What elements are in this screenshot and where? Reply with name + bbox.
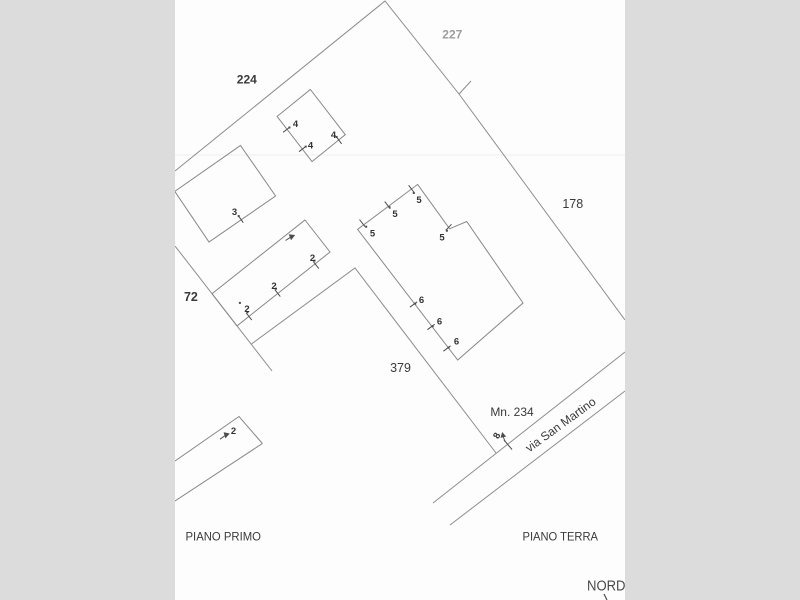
svg-text:6: 6 [437,317,442,328]
svg-text:8: 8 [491,431,503,441]
svg-text:5: 5 [370,229,376,240]
svg-text:5: 5 [416,195,422,206]
svg-text:5: 5 [439,233,445,244]
svg-text:2: 2 [271,281,276,292]
svg-text:72: 72 [184,290,198,304]
svg-text:NORD: NORD [587,578,626,595]
svg-text:PIANO PRIMO: PIANO PRIMO [186,530,262,544]
svg-text:6: 6 [454,337,459,348]
svg-text:5: 5 [392,209,398,220]
svg-text:227: 227 [442,28,462,42]
svg-text:379: 379 [390,361,411,375]
svg-text:178: 178 [562,197,583,211]
svg-text:PIANO TERRA: PIANO TERRA [523,530,599,544]
svg-text:4: 4 [293,119,299,130]
svg-text:224: 224 [237,72,257,86]
svg-text:2: 2 [244,304,249,315]
svg-text:2: 2 [231,426,236,437]
svg-text:4: 4 [308,140,314,151]
svg-text:Mn. 234: Mn. 234 [490,405,534,419]
svg-text:2: 2 [310,253,315,264]
svg-text:6: 6 [419,295,424,306]
svg-text:4: 4 [331,130,337,141]
svg-text:3: 3 [232,207,237,218]
